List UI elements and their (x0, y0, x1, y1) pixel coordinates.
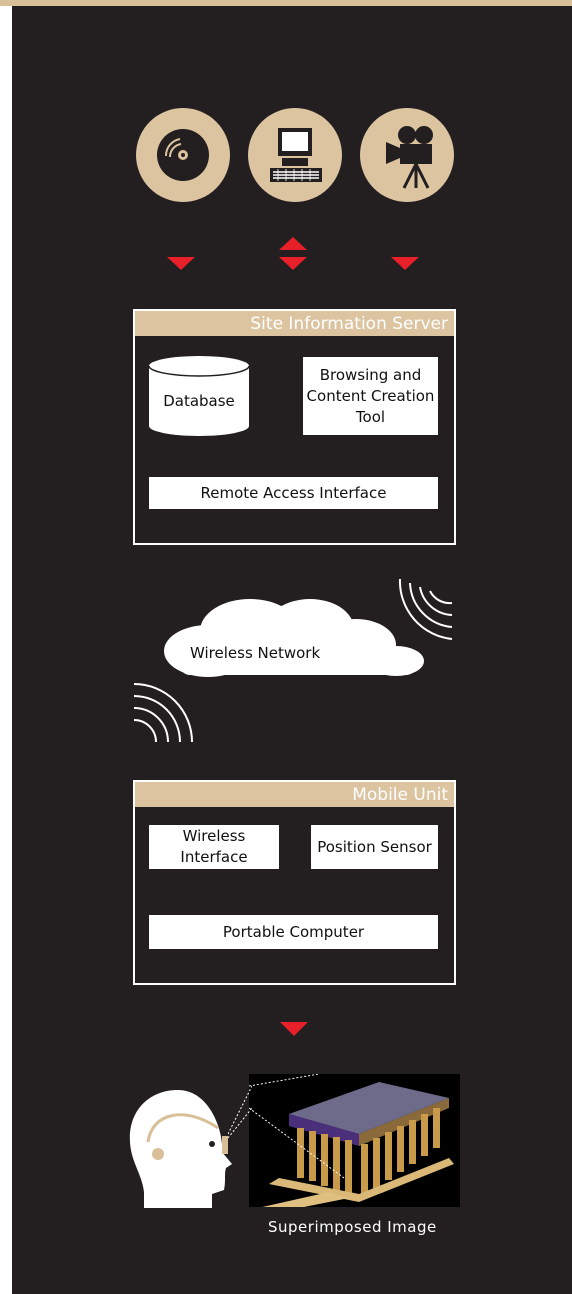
camera-icon (360, 108, 454, 202)
view-lines (228, 1085, 252, 1139)
temple-image (248, 1073, 460, 1214)
arrow-down-disc (167, 257, 195, 270)
top-accent-bar (0, 0, 572, 6)
database-cylinder: Database (149, 356, 249, 436)
database-label: Database (163, 392, 235, 410)
mobile-unit: Mobile Unit (133, 780, 456, 985)
computer-icon (248, 108, 342, 202)
arrow-up-computer (279, 237, 307, 250)
mobile-title: Mobile Unit (135, 782, 454, 807)
signal-icon-right (398, 578, 453, 640)
browsing-tool-box: Browsing and Content Creation Tool (303, 357, 438, 435)
remote-access-interface: Remote Access Interface (149, 477, 438, 509)
wireless-network-label: Wireless Network (190, 644, 321, 662)
signal-icon-left (133, 683, 193, 743)
cloud-icon (164, 599, 424, 677)
portable-computer-box: Portable Computer (149, 915, 438, 949)
arrow-down-camera (391, 257, 419, 270)
superimposed-image-caption: Superimposed Image (268, 1218, 437, 1236)
arrow-down-mobile (280, 1022, 308, 1036)
head-icon (129, 1090, 232, 1208)
disc-icon (136, 108, 230, 202)
server-title: Site Information Server (135, 311, 454, 336)
wireless-interface-box: Wireless Interface (149, 825, 279, 869)
arrow-down-computer (279, 257, 307, 270)
position-sensor-box: Position Sensor (311, 825, 438, 869)
